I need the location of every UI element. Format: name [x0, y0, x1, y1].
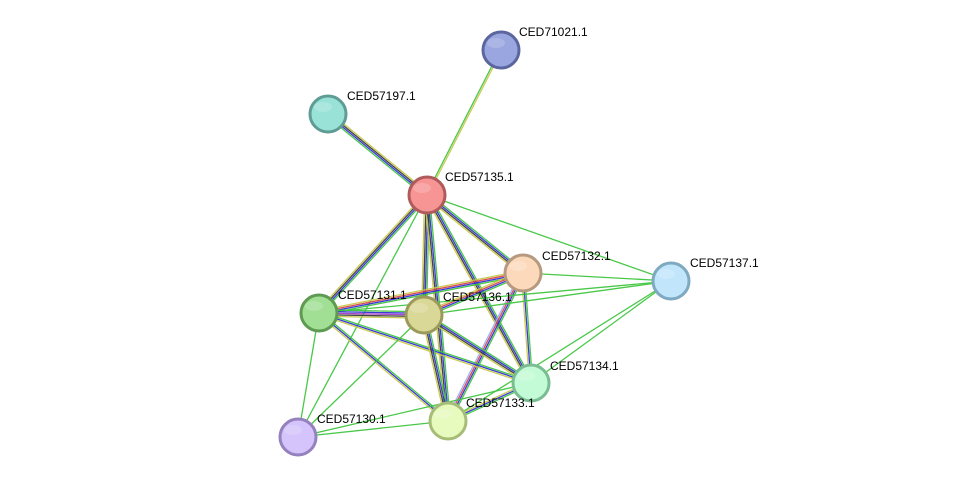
edge-strand-green — [423, 280, 672, 316]
edge-strand-blue — [327, 114, 427, 197]
node-circle[interactable] — [481, 30, 521, 70]
node-circle[interactable] — [511, 363, 551, 403]
edge-strand-green — [326, 115, 426, 198]
edge-strand-green — [447, 280, 672, 422]
edge-CED57135.1-CED57132.1[interactable] — [425, 192, 525, 276]
node-CED57131.1[interactable] — [299, 293, 339, 333]
edge-strand-blue — [318, 312, 532, 384]
edge-strand-yellow — [316, 192, 426, 312]
edge-strand-yellow — [318, 270, 523, 312]
node-circle[interactable] — [404, 295, 444, 335]
node-CED57133.1[interactable] — [428, 401, 468, 441]
edge-strand-blue — [318, 312, 449, 422]
edge-CED57135.1-CED57131.1[interactable] — [316, 192, 430, 316]
labels-layer: CED71021.1CED57197.1CED57135.1CED57132.1… — [317, 25, 759, 426]
edge-strand-red — [318, 271, 523, 313]
edge-strand-red — [446, 272, 523, 421]
edge-CED57132.1-CED57137.1[interactable] — [522, 272, 672, 282]
node-label-CED57134.1: CED57134.1 — [550, 359, 619, 373]
edge-strand-green — [319, 311, 450, 421]
edge-strand-green — [318, 280, 672, 314]
edge-CED57136.1-CED57134.1[interactable] — [422, 312, 533, 386]
edge-strand-blue — [319, 195, 429, 314]
edge-strand-light_blue — [445, 271, 522, 421]
node-CED57130.1[interactable] — [278, 417, 318, 457]
edge-strand-green — [530, 280, 672, 384]
edge-strand-black — [328, 112, 428, 195]
node-circle[interactable] — [407, 175, 447, 215]
edge-strand-green — [425, 49, 501, 195]
edge-strand-blue — [424, 313, 532, 383]
node-CED57137.1[interactable] — [651, 261, 691, 301]
edge-strand-yellow — [329, 111, 429, 194]
edge-CED57131.1-CED57130.1[interactable] — [297, 312, 320, 438]
edge-strand-green — [319, 274, 524, 316]
edge-strand-green — [425, 195, 431, 316]
edge-strand-green — [424, 312, 533, 382]
node-label-CED57137.1: CED57137.1 — [690, 256, 759, 270]
node-circle[interactable] — [428, 401, 468, 441]
node-CED57197.1[interactable] — [308, 94, 348, 134]
node-CED57136.1[interactable] — [404, 295, 444, 335]
edge-strand-green — [428, 192, 525, 272]
node-CED71021.1[interactable] — [481, 30, 521, 70]
node-label-CED57136.1: CED57136.1 — [443, 290, 512, 304]
edges-layer — [297, 49, 672, 438]
edge-strand-blue — [448, 273, 525, 422]
edge-strand-green — [426, 194, 672, 282]
node-label-CED57133.1: CED57133.1 — [466, 396, 535, 410]
node-CED57135.1[interactable] — [407, 175, 447, 215]
node-label-CED57197.1: CED57197.1 — [347, 89, 416, 103]
edge-strand-yellow — [425, 196, 522, 276]
edge-strand-green — [522, 272, 672, 282]
edge-strand-yellow — [427, 50, 503, 196]
edge-CED57132.1-CED57131.1[interactable] — [318, 270, 524, 316]
node-label-CED57131.1: CED57131.1 — [338, 288, 407, 302]
node-circle[interactable] — [308, 94, 348, 134]
node-label-CED57130.1: CED57130.1 — [317, 412, 386, 426]
edge-strand-black — [423, 315, 531, 385]
edge-strand-blue — [427, 193, 524, 273]
edge-strand-green — [297, 382, 532, 438]
edge-CED57133.1-CED57130.1[interactable] — [297, 420, 449, 438]
node-circle[interactable] — [299, 293, 339, 333]
node-label-CED57132.1: CED57132.1 — [542, 249, 611, 263]
edge-CED57137.1-CED57134.1[interactable] — [530, 280, 672, 384]
edge-CED57135.1-CED57197.1[interactable] — [326, 111, 429, 198]
edge-CED57131.1-CED57133.1[interactable] — [317, 311, 450, 423]
edge-CED57135.1-CED57137.1[interactable] — [426, 194, 672, 282]
edge-strand-yellow — [318, 313, 531, 386]
edge-strand-green — [320, 196, 430, 316]
edge-CED57131.1-CED57134.1[interactable] — [318, 310, 532, 386]
edge-strand-green — [297, 420, 449, 438]
edge-strand-green — [297, 312, 320, 438]
edge-strand-black — [317, 194, 427, 313]
edge-strand-yellow — [317, 313, 448, 423]
node-circle[interactable] — [651, 261, 691, 301]
edge-CED57137.1-CED57131.1[interactable] — [318, 280, 672, 314]
edge-CED57132.1-CED57133.1[interactable] — [445, 271, 526, 423]
edge-strand-black — [426, 195, 523, 275]
edge-strand-green — [297, 314, 425, 438]
node-circle[interactable] — [278, 417, 318, 457]
edge-CED57137.1-CED57133.1[interactable] — [447, 280, 672, 422]
node-label-CED71021.1: CED71021.1 — [519, 25, 588, 39]
edge-CED57137.1-CED57136.1[interactable] — [423, 280, 672, 316]
edge-strand-yellow — [422, 316, 531, 386]
node-label-CED57135.1: CED57135.1 — [445, 170, 514, 184]
edge-strand-blue — [319, 273, 524, 315]
node-circle[interactable] — [503, 253, 543, 293]
edge-strand-green — [449, 273, 526, 423]
edge-CED57135.1-CED71021.1[interactable] — [425, 49, 503, 196]
edge-CED57136.1-CED57130.1[interactable] — [297, 314, 425, 438]
edge-strand-green — [319, 310, 532, 383]
edge-CED57134.1-CED57130.1[interactable] — [297, 382, 532, 438]
node-CED57132.1[interactable] — [503, 253, 543, 293]
